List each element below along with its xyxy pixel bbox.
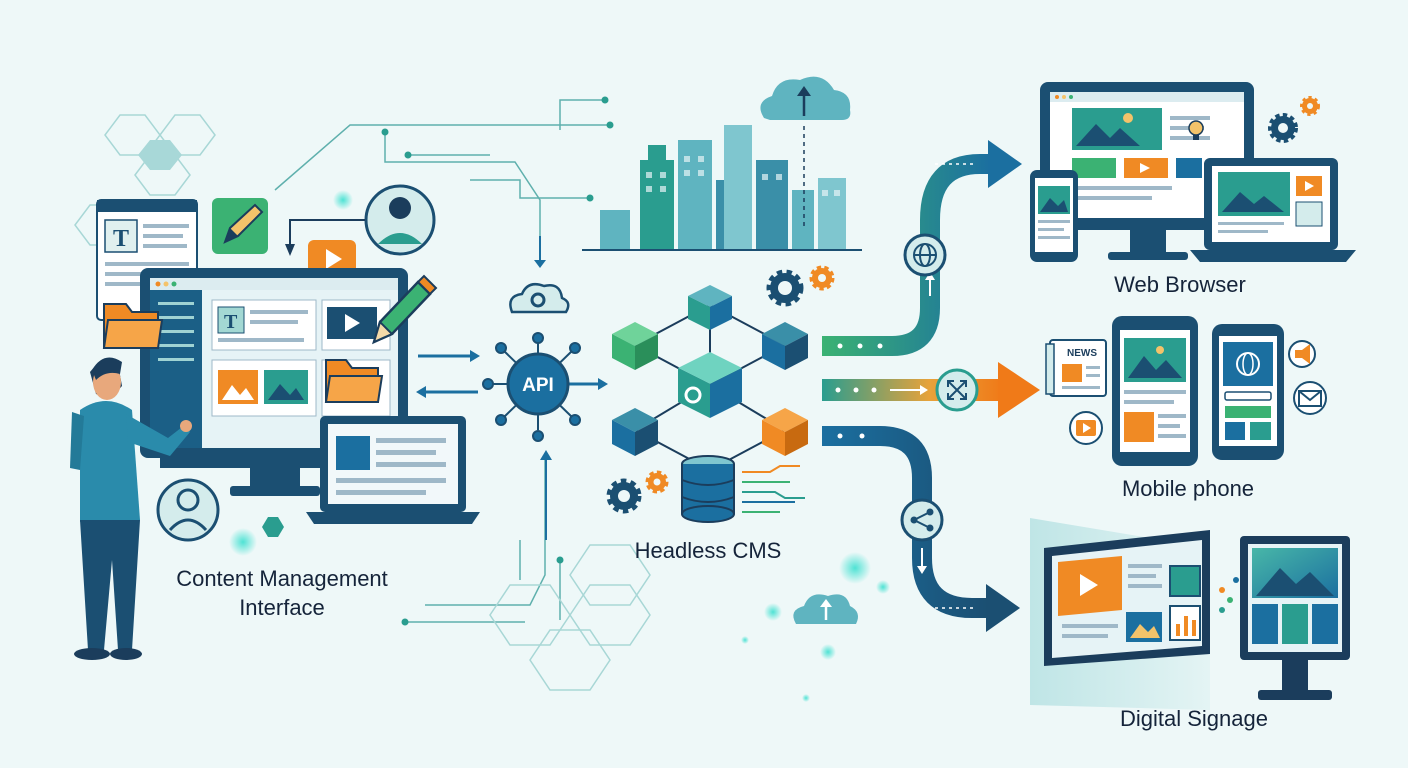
avatar-connector (289, 219, 365, 248)
glow-dots (229, 190, 890, 702)
signage-kiosk (1240, 536, 1350, 700)
phone-device-left (1112, 316, 1198, 466)
signage-dots (1219, 577, 1239, 613)
cube-green (612, 322, 658, 370)
megaphone-icon (1288, 340, 1316, 368)
cube-orange (762, 408, 808, 456)
share-icon (900, 498, 944, 542)
cube-top (688, 285, 732, 330)
api-exchange-arrows (416, 236, 608, 540)
headless-cms-label: Headless CMS (634, 538, 782, 563)
hexagon-decoration-bottom (489, 544, 651, 691)
signage-display-large (1044, 530, 1210, 666)
cloud-gear-icon (509, 283, 570, 314)
mobile-phone-label: Mobile phone (1121, 476, 1255, 501)
avatar-connector-arrow (285, 244, 295, 256)
cloud-upload-icon (793, 594, 858, 624)
gear-icon (1268, 96, 1320, 143)
news-label: NEWS (1067, 348, 1097, 359)
api-label: API (522, 375, 554, 396)
phone-device (1030, 170, 1078, 262)
lightbulb-icon (1188, 120, 1204, 140)
laptop-device (1190, 158, 1356, 262)
pencil-icon (372, 274, 438, 345)
database-icon (681, 455, 735, 523)
city-skyline (582, 125, 862, 251)
cms-interface-label-line2: Interface (239, 595, 325, 620)
web-browser-label: Web Browser (1114, 272, 1246, 297)
person-figure (70, 357, 192, 660)
desktop-monitor (1040, 82, 1254, 260)
edit-pencil-tile (212, 198, 268, 254)
news-icon (1045, 339, 1107, 397)
user-icon (156, 478, 220, 542)
cube-blue-right (762, 322, 808, 370)
api-hub (482, 332, 581, 442)
circuit-lines (274, 99, 610, 623)
cms-interface-label-line1: Content Management (176, 566, 388, 591)
digital-signage-label: Digital Signage (1120, 706, 1268, 731)
circuit-nodes (381, 96, 614, 626)
arrow-to-digital-signage (822, 426, 1020, 632)
arrow-to-web-browser (822, 140, 1022, 356)
globe-icon (903, 233, 947, 277)
cloud-upload-icon (760, 76, 851, 228)
gear-icon (766, 265, 835, 307)
cube-center-gear (678, 352, 742, 418)
gear-icon (606, 470, 669, 514)
cms-laptop (306, 416, 480, 524)
expand-icon (935, 368, 979, 412)
arrow-to-mobile-phone (822, 362, 1040, 418)
folder-icon (324, 359, 384, 403)
svg-text:T: T (113, 226, 129, 252)
mail-icon (1293, 381, 1327, 415)
data-stream-lines (742, 465, 805, 513)
cube-blue-left (612, 408, 658, 456)
hexagon-filled (138, 140, 182, 170)
small-hexagon (262, 517, 284, 537)
folder-icon (102, 303, 164, 349)
phone-device-right (1212, 324, 1284, 460)
svg-text:T: T (224, 311, 238, 333)
user-icon (364, 184, 436, 256)
cms-interface-label: Content Management Interface (150, 566, 414, 621)
video-play-icon (1069, 411, 1103, 445)
